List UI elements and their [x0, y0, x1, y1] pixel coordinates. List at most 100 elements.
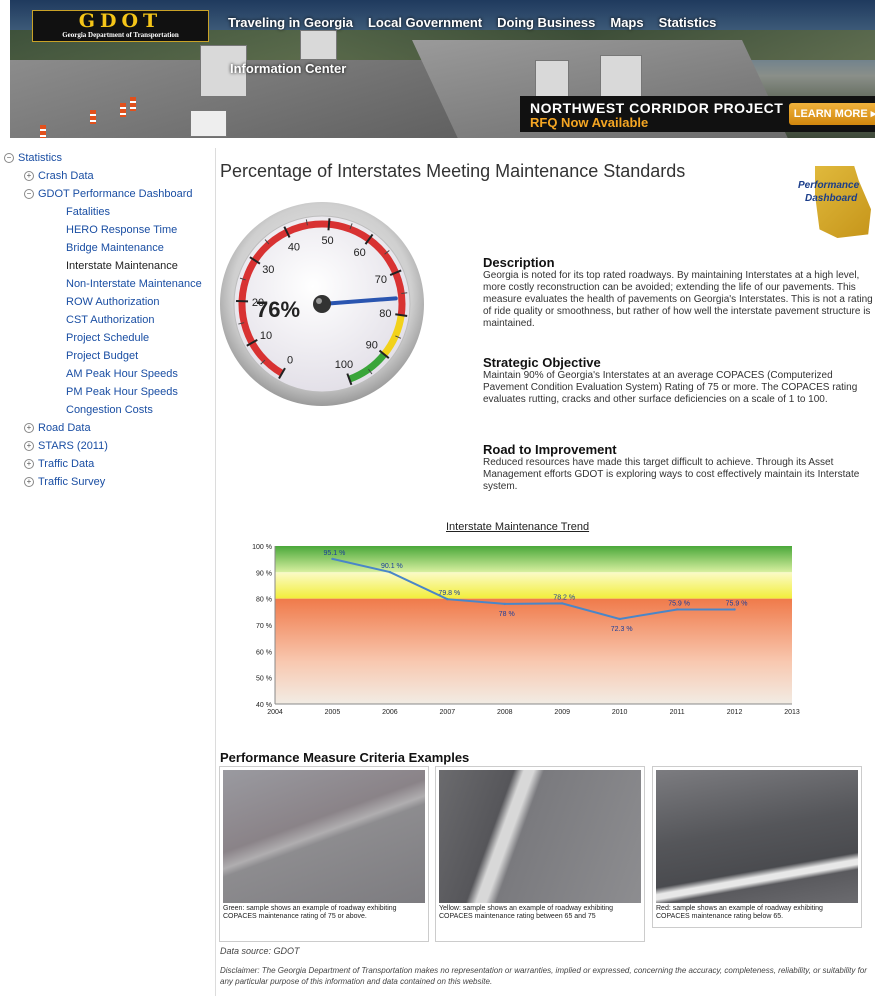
- chart-point: [446, 597, 449, 601]
- sidebar-divider: [215, 148, 216, 996]
- gauge-tick-label: 90: [366, 339, 378, 351]
- gdot-logo[interactable]: GDOT Georgia Department of Transportatio…: [32, 10, 209, 42]
- nav-traveling-in-georgia[interactable]: Traveling in Georgia: [228, 15, 353, 30]
- expand-icon[interactable]: +: [24, 459, 34, 470]
- description-heading: Description: [483, 255, 555, 270]
- photo-caption-yellow: Yellow: sample shows an example of roadw…: [439, 905, 614, 920]
- page-title: Percentage of Interstates Meeting Mainte…: [220, 161, 686, 181]
- gauge-hub: [313, 295, 331, 313]
- gauge-tick-label: 50: [321, 235, 333, 247]
- chart-point: [618, 617, 621, 621]
- tree-item-row-authorization[interactable]: ROW Authorization: [66, 296, 160, 308]
- tree-item-bridge-maintenance[interactable]: Bridge Maintenance: [66, 242, 164, 254]
- expand-icon[interactable]: +: [24, 477, 34, 488]
- tree-item-traffic-survey[interactable]: +Traffic Survey: [24, 476, 105, 488]
- header-truck: [300, 30, 337, 60]
- chart-y-tick-label: 60 %: [256, 649, 272, 656]
- nav-local-government[interactable]: Local Government: [367, 15, 483, 30]
- chart-series-line: [332, 557, 735, 620]
- chart-x-tick-label: 2013: [784, 709, 800, 716]
- strategic-objective-text: Maintain 90% of Georgia's Interstates at…: [483, 370, 858, 405]
- gauge-tick: [389, 269, 402, 277]
- gauge-minor-tick: [395, 335, 402, 339]
- chart-x-tick-label: 2011: [670, 709, 685, 716]
- chart-title[interactable]: Interstate Maintenance Trend: [446, 521, 590, 533]
- tree-item-project-schedule[interactable]: Project Schedule: [66, 332, 150, 344]
- gauge-minor-tick: [264, 239, 270, 245]
- logo-mark: GDOT: [78, 10, 163, 32]
- chart-x-tick-label: 2005: [325, 709, 341, 716]
- gauge-minor-tick: [401, 292, 408, 295]
- nav-information-center[interactable]: Information Center: [230, 61, 347, 76]
- strategic-objective-heading: Strategic Objective: [483, 355, 601, 370]
- collapse-icon[interactable]: −: [4, 153, 14, 164]
- tree-item-project-budget[interactable]: Project Budget: [66, 350, 139, 362]
- tree-item-traffic-data[interactable]: +Traffic Data: [24, 458, 94, 470]
- tree-item-fatalities[interactable]: Fatalities: [66, 206, 111, 218]
- traffic-cone: [90, 110, 96, 124]
- photo-card-red: Red: sample shows an example of roadway …: [652, 766, 862, 928]
- promo-subtitle: RFQ Now Available: [530, 115, 649, 130]
- chart-data-label: 78.2 %: [553, 594, 575, 601]
- traffic-cone: [130, 97, 136, 111]
- gauge-tick-label: 60: [353, 247, 365, 259]
- expand-icon[interactable]: +: [24, 423, 34, 434]
- tree-item-interstate-maintenance[interactable]: Interstate Maintenance: [66, 260, 178, 272]
- chart-band-green: [275, 546, 792, 573]
- gauge-tick: [283, 226, 291, 238]
- learn-more-button[interactable]: LEARN MORE ▸: [789, 103, 875, 125]
- tree-item-statistics[interactable]: −Statistics: [4, 152, 62, 164]
- disclaimer: Disclaimer: The Georgia Department of Tr…: [220, 966, 867, 986]
- pavement-photo-red: [656, 770, 858, 903]
- strategic-objective-section: Strategic Objective Maintain 90% of Geor…: [483, 355, 875, 406]
- chart-point: [331, 557, 334, 561]
- tree-item-non-interstate-maintenance[interactable]: Non-Interstate Maintenance: [66, 278, 202, 290]
- tree-item-road-data[interactable]: +Road Data: [24, 422, 91, 434]
- site-header: GDOT Georgia Department of Transportatio…: [10, 0, 875, 138]
- tree-item-pm-peak-hour-speeds[interactable]: PM Peak Hour Speeds: [66, 386, 178, 398]
- photo-card-green: Green: sample shows an example of roadwa…: [219, 766, 429, 942]
- gauge-minor-tick: [239, 277, 246, 281]
- header-truck: [600, 55, 642, 97]
- tree-item-stars-2011[interactable]: +STARS (2011): [24, 440, 108, 452]
- nav-maps[interactable]: Maps: [610, 15, 644, 30]
- chart-x-tick-label: 2004: [267, 709, 283, 716]
- expand-icon[interactable]: +: [24, 171, 34, 182]
- gauge-tick: [395, 313, 408, 317]
- header-truck: [200, 45, 247, 97]
- chart-data-label: 78 %: [499, 611, 515, 618]
- gauge-minor-tick: [368, 368, 373, 375]
- chart-y-tick-label: 100 %: [252, 544, 272, 551]
- chart-data-label: 95.1 %: [324, 550, 346, 557]
- gauge-value: 76%: [256, 297, 300, 322]
- promo-title: NORTHWEST CORRIDOR PROJECT: [530, 100, 784, 116]
- header-car: [190, 110, 227, 137]
- promo-banner[interactable]: NORTHWEST CORRIDOR PROJECT RFQ Now Avail…: [520, 96, 875, 132]
- tree-item-cst-authorization[interactable]: CST Authorization: [66, 314, 155, 326]
- main-nav: Traveling in Georgia Local Government Do…: [228, 15, 731, 35]
- expand-icon[interactable]: +: [24, 441, 34, 452]
- nav-doing-business[interactable]: Doing Business: [497, 15, 596, 30]
- performance-dashboard-logo[interactable]: Performance Dashboard: [795, 166, 875, 240]
- description-section: Description Georgia is noted for its top…: [483, 255, 875, 330]
- chart-point: [675, 608, 679, 611]
- chart-x-tick-label: 2007: [440, 709, 456, 716]
- gauge-minor-tick: [238, 322, 245, 325]
- photo-caption-green: Green: sample shows an example of roadwa…: [223, 905, 397, 920]
- tree-item-congestion-costs[interactable]: Congestion Costs: [66, 404, 153, 416]
- traffic-cone: [120, 103, 126, 117]
- tree-item-am-peak-hour-speeds[interactable]: AM Peak Hour Speeds: [66, 368, 178, 380]
- description-text: Georgia is noted for its top rated roadw…: [483, 270, 873, 329]
- chart-x-tick-label: 2008: [497, 709, 513, 716]
- tree-item-performance-dashboard[interactable]: −GDOT Performance Dashboard: [24, 188, 192, 200]
- chart-data-label: 90.1 %: [381, 563, 403, 570]
- collapse-icon[interactable]: −: [24, 189, 34, 200]
- gauge-hub-highlight: [316, 298, 322, 304]
- nav-statistics[interactable]: Statistics: [658, 15, 717, 30]
- chart-x-tick-label: 2009: [554, 709, 570, 716]
- dash-logo-line1: Performance: [798, 180, 860, 191]
- tree-item-crash-data[interactable]: +Crash Data: [24, 170, 94, 182]
- gauge-tick-label: 30: [262, 264, 274, 276]
- tree-item-hero-response-time[interactable]: HERO Response Time: [66, 224, 178, 236]
